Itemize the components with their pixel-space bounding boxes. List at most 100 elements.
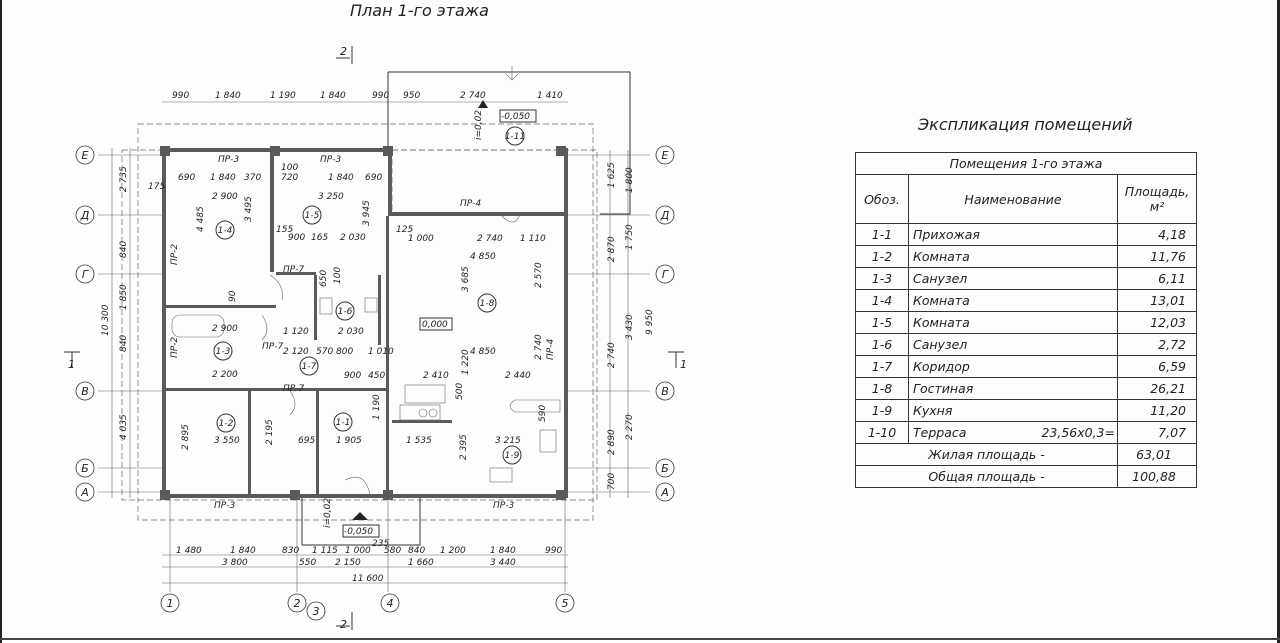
- svg-text:2 900: 2 900: [212, 192, 238, 202]
- svg-text:550: 550: [299, 558, 316, 568]
- svg-text:1 110: 1 110: [520, 234, 546, 244]
- svg-text:Е: Е: [82, 149, 89, 162]
- explication-table: Помещения 1-го этажа Обоз. Наименование …: [855, 152, 1197, 488]
- svg-text:100: 100: [333, 267, 343, 284]
- svg-text:А: А: [660, 486, 669, 499]
- svg-text:3 685: 3 685: [461, 266, 471, 292]
- svg-text:Е: Е: [662, 149, 669, 162]
- axis-marker-a-right: [655, 482, 675, 502]
- dims-right: 1 625 2 870 2 740 2 890 700 1 800 1 750 …: [607, 162, 655, 490]
- room-area: 12,03: [1117, 311, 1197, 334]
- axis-marker-2: [287, 593, 307, 613]
- room-name: Санузел: [908, 333, 1118, 356]
- sink-icon: [364, 297, 378, 313]
- svg-text:2 030: 2 030: [338, 327, 364, 337]
- svg-text:ПР-2: ПР-2: [170, 337, 180, 358]
- svg-text:4 850: 4 850: [470, 347, 496, 357]
- col-code-header: Обоз.: [855, 174, 909, 224]
- room-area: 13,01: [1117, 289, 1197, 312]
- svg-text:1-6: 1-6: [338, 307, 353, 317]
- svg-text:Д: Д: [80, 209, 90, 222]
- svg-text:9 950: 9 950: [645, 309, 655, 335]
- col-area-header: Площадь, м²: [1117, 174, 1197, 224]
- axis-markers: [75, 145, 675, 621]
- svg-text:1 010: 1 010: [368, 347, 394, 357]
- table-row: 1-6 Санузел 2,72: [855, 333, 1197, 356]
- room-area: 11,20: [1117, 399, 1197, 422]
- svg-text:ПР-2: ПР-2: [170, 244, 180, 265]
- dims-left: 2 735 840 1 850 840 4 035 10 300: [101, 166, 129, 440]
- room-code: 1-1: [855, 223, 909, 246]
- room-code: 1-4: [855, 289, 909, 312]
- svg-text:4 485: 4 485: [196, 206, 206, 232]
- svg-text:Б: Б: [661, 462, 669, 475]
- axis-grid: [98, 154, 650, 592]
- plan-title: План 1-го этажа: [350, 1, 489, 20]
- svg-text:5: 5: [562, 597, 569, 610]
- area-formula: 23,56x0,3=: [1041, 425, 1115, 440]
- svg-text:3 430: 3 430: [625, 314, 635, 340]
- svg-text:2 870: 2 870: [607, 236, 617, 262]
- svg-text:690: 690: [178, 173, 195, 183]
- axis-marker-v-right: [655, 381, 675, 401]
- room-code: 1-8: [855, 377, 909, 400]
- kitchen-counter-icon: [404, 384, 446, 404]
- svg-text:2 895: 2 895: [181, 424, 191, 450]
- room-code: 1-5: [855, 311, 909, 334]
- eave-outline: [121, 149, 598, 501]
- svg-text:2 120: 2 120: [283, 347, 309, 357]
- svg-text:i=0,02: i=0,02: [474, 110, 484, 140]
- svg-text:155: 155: [276, 225, 293, 235]
- total-area-value: 100,88: [1117, 465, 1197, 488]
- svg-text:695: 695: [298, 436, 315, 446]
- svg-text:3 250: 3 250: [318, 192, 344, 202]
- svg-text:90: 90: [228, 290, 238, 302]
- svg-text:i=0,02: i=0,02: [323, 498, 333, 528]
- total-area-row: Общая площадь - 100,88: [855, 465, 1197, 488]
- svg-text:3 800: 3 800: [222, 558, 248, 568]
- axis-marker-d-right: [655, 205, 675, 225]
- svg-text:1 220: 1 220: [461, 349, 471, 375]
- room-area: 6,59: [1117, 355, 1197, 378]
- room-code: 1-2: [855, 245, 909, 268]
- svg-text:1-9: 1-9: [505, 451, 520, 461]
- axis-marker-e-right: [655, 145, 675, 165]
- room-name: Комната: [908, 245, 1118, 268]
- svg-text:1 750: 1 750: [625, 224, 635, 250]
- svg-text:В: В: [661, 385, 669, 398]
- svg-text:ПР-3: ПР-3: [493, 501, 514, 511]
- stove-icon: [399, 404, 441, 421]
- svg-text:ПР-3: ПР-3: [214, 501, 235, 511]
- svg-text:2 200: 2 200: [212, 370, 238, 380]
- svg-text:580: 580: [384, 546, 401, 556]
- svg-text:590: 590: [538, 405, 548, 422]
- svg-text:1 840: 1 840: [490, 546, 516, 556]
- kitchen-sink-icon: [489, 467, 513, 483]
- svg-text:Г: Г: [662, 268, 669, 281]
- svg-text:990: 990: [172, 91, 189, 101]
- room-area: 7,07: [1117, 421, 1197, 444]
- floor-header: Помещения 1-го этажа: [855, 152, 1197, 175]
- svg-text:2 740: 2 740: [607, 342, 617, 368]
- svg-text:А: А: [80, 486, 89, 499]
- svg-text:3: 3: [313, 605, 320, 618]
- room-name: Санузел: [908, 267, 1118, 290]
- svg-text:0,000: 0,000: [422, 320, 448, 330]
- svg-text:1 840: 1 840: [320, 91, 346, 101]
- floor-plan: Е Д Г В Б А Е Д Г В Б А 1 2 3 4 5 2 2 1: [64, 45, 687, 631]
- svg-text:1 625: 1 625: [607, 162, 617, 188]
- svg-text:4 035: 4 035: [119, 414, 129, 440]
- room-area: 11,76: [1117, 245, 1197, 268]
- svg-text:1-1: 1-1: [336, 418, 351, 428]
- room-code: 1-10: [855, 421, 909, 444]
- svg-text:1 840: 1 840: [230, 546, 256, 556]
- svg-text:500: 500: [455, 383, 465, 400]
- svg-text:650: 650: [319, 270, 329, 287]
- svg-text:1 000: 1 000: [345, 546, 371, 556]
- svg-text:1-3: 1-3: [216, 347, 231, 357]
- living-area-value: 63,01: [1117, 443, 1197, 466]
- room-area: 26,21: [1117, 377, 1197, 400]
- room-code: 1-9: [855, 399, 909, 422]
- table-row: 1-10 Терраса 23,56x0,3= 7,07: [855, 421, 1197, 444]
